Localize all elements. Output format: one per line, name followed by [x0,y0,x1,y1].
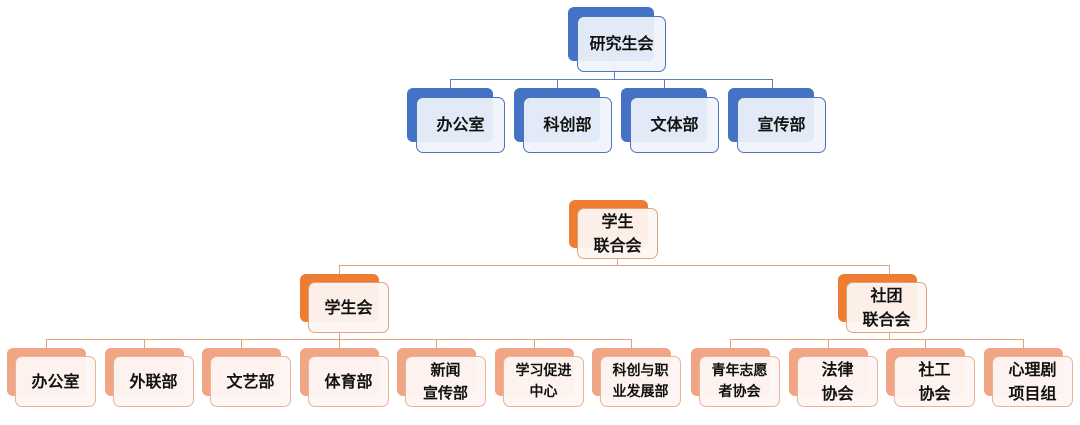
org-node-leaf[interactable]: 外联部 [105,348,194,407]
node-label: 办公室 [31,371,80,391]
connector [1023,339,1024,349]
connector [889,332,890,340]
org-node-leaf[interactable]: 社工 协会 [886,348,975,407]
node-label: 法律 协会 [821,359,854,403]
org-node-branch[interactable]: 社团 联合会 [838,274,927,333]
org-node-leaf[interactable]: 法律 协会 [789,348,878,407]
org-node-branch[interactable]: 学生会 [300,274,389,333]
connector [925,339,926,349]
node-label: 心理剧 项目组 [1008,359,1057,403]
connector [339,265,890,266]
node-label: 办公室 [436,115,485,134]
connector [617,258,618,266]
node-box: 学生 联合会 [577,208,658,259]
node-box: 科创与职 业发展部 [600,356,681,407]
node-box: 学习促进 中心 [503,356,584,407]
node-box: 心理剧 项目组 [992,356,1073,407]
node-label: 学生会 [324,297,373,317]
org-node-leaf[interactable]: 文艺部 [202,348,291,407]
connector [46,339,631,340]
connector [557,79,558,89]
node-box: 社工 协会 [894,356,975,407]
node-label: 宣传部 [757,115,806,134]
node-box: 法律 协会 [797,356,878,407]
node-box: 学生会 [308,282,389,333]
org-node-leaf[interactable]: 科创与职 业发展部 [592,348,681,407]
node-label: 科创与职 业发展部 [612,362,669,400]
connector [46,339,47,349]
org-node-leaf[interactable]: 学习促进 中心 [495,348,584,407]
node-box: 外联部 [113,356,194,407]
node-label: 社工 协会 [918,359,951,403]
connector [730,339,731,349]
node-label: 社团 联合会 [862,285,911,329]
connector [772,79,773,89]
connector [144,339,145,349]
node-label: 研究生会 [589,34,654,53]
node-label: 文艺部 [226,371,275,391]
node-box: 科创部 [523,97,612,153]
node-label: 体育部 [324,371,373,391]
node-box: 青年志愿 者协会 [699,356,780,407]
org-node-leaf[interactable]: 办公室 [7,348,96,407]
connector [450,79,451,89]
node-box: 社团 联合会 [846,282,927,333]
node-box: 办公室 [15,356,96,407]
org-node-root[interactable]: 学生 联合会 [569,200,658,259]
connector [241,339,242,349]
org-node-leaf[interactable]: 心理剧 项目组 [984,348,1073,407]
node-label: 新闻 宣传部 [422,361,468,402]
connector [889,265,890,275]
connector [664,79,665,89]
node-box: 宣传部 [737,97,826,153]
org-node-root[interactable]: 研究生会 [568,7,666,72]
node-box: 体育部 [308,356,389,407]
node-box: 新闻 宣传部 [405,356,486,407]
node-label: 学生 联合会 [593,211,642,255]
connector [339,265,340,275]
org-node-child[interactable]: 办公室 [407,88,505,153]
node-box: 文艺部 [210,356,291,407]
node-label: 科创部 [543,115,592,134]
org-node-child[interactable]: 文体部 [621,88,719,153]
connector [436,339,437,349]
connector [339,339,340,349]
org-node-leaf[interactable]: 体育部 [300,348,389,407]
node-label: 青年志愿 者协会 [711,362,768,400]
org-node-child[interactable]: 宣传部 [728,88,826,153]
connector [534,339,535,349]
node-box: 文体部 [630,97,719,153]
connector [730,339,1024,340]
connector [339,332,340,340]
node-box: 办公室 [416,97,505,153]
node-label: 外联部 [129,371,178,391]
node-box: 研究生会 [577,16,666,72]
node-label: 学习促进 中心 [515,362,572,400]
connector [631,339,632,349]
org-node-leaf[interactable]: 青年志愿 者协会 [691,348,780,407]
node-label: 文体部 [650,115,699,134]
connector [828,339,829,349]
connector [450,79,773,80]
org-node-child[interactable]: 科创部 [514,88,612,153]
org-node-leaf[interactable]: 新闻 宣传部 [397,348,486,407]
